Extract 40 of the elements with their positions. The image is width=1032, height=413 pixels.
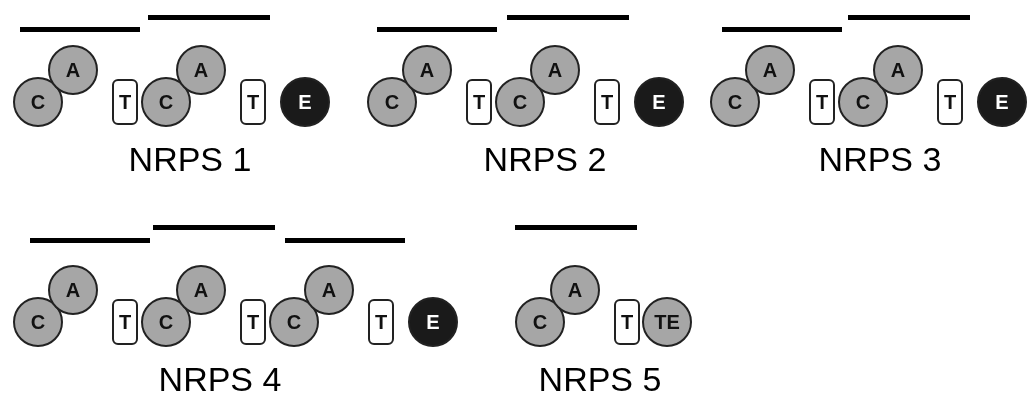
domain-circle: E: [280, 77, 330, 127]
domain-circle: C: [710, 77, 760, 127]
protein-label: NRPS 4: [158, 360, 282, 399]
domain-circle: C: [13, 297, 63, 347]
domain-circle: A: [48, 265, 98, 315]
domain-box: T: [937, 79, 963, 125]
domain-circle: A: [550, 265, 600, 315]
domain-circle: A: [304, 265, 354, 315]
domain-circle: C: [495, 77, 545, 127]
domain-circle: E: [634, 77, 684, 127]
domain-box: T: [466, 79, 492, 125]
domain-circle: C: [367, 77, 417, 127]
domain-box: T: [614, 299, 640, 345]
domain-circle: C: [269, 297, 319, 347]
domain-box: T: [240, 299, 266, 345]
protein-label: NRPS 1: [128, 140, 252, 179]
protein-label: NRPS 3: [818, 140, 942, 179]
protein-label: NRPS 5: [538, 360, 662, 399]
domain-circle: C: [13, 77, 63, 127]
domain-box: T: [809, 79, 835, 125]
domain-box: T: [112, 79, 138, 125]
domain-circle: A: [745, 45, 795, 95]
domain-box: T: [112, 299, 138, 345]
domain-box: T: [240, 79, 266, 125]
domain-circle: C: [838, 77, 888, 127]
domain-circle: A: [48, 45, 98, 95]
domain-circle: A: [176, 45, 226, 95]
domain-circle: TE: [642, 297, 692, 347]
domain-circle: C: [141, 77, 191, 127]
domain-circle: E: [408, 297, 458, 347]
domain-circle: A: [176, 265, 226, 315]
domain-box: T: [368, 299, 394, 345]
domain-circle: A: [402, 45, 452, 95]
domain-circle: C: [141, 297, 191, 347]
domain-box: T: [594, 79, 620, 125]
domain-circle: A: [530, 45, 580, 95]
protein-label: NRPS 2: [483, 140, 607, 179]
domain-circle: C: [515, 297, 565, 347]
domain-circle: E: [977, 77, 1027, 127]
domain-circle: A: [873, 45, 923, 95]
